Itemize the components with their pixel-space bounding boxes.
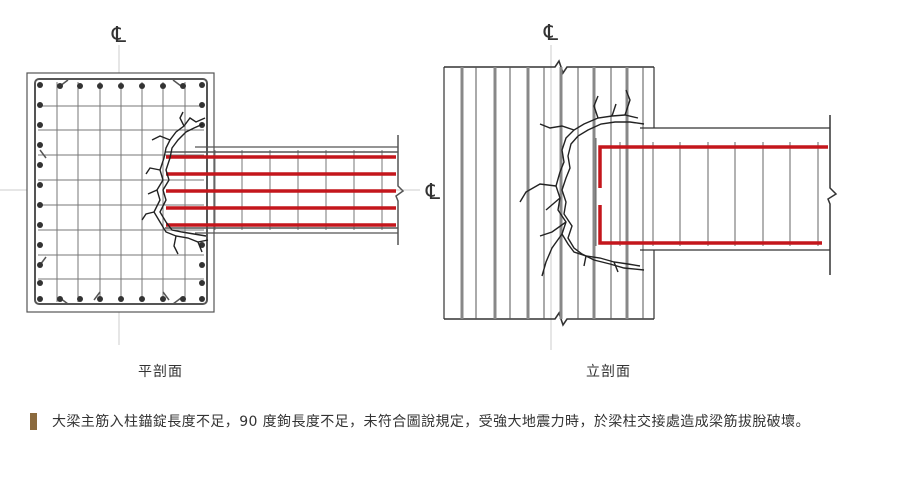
elevation-centerline-symbol: ℄ bbox=[543, 21, 559, 46]
plan-section-caption: 平剖面 bbox=[138, 364, 183, 380]
elevation-section: ℄ bbox=[443, 21, 838, 350]
beam-column-joint-diagram: ℄ ℄ bbox=[0, 21, 838, 350]
plan-beam-outline bbox=[195, 135, 405, 245]
elevation-section-caption: 立剖面 bbox=[586, 364, 631, 380]
elevation-beam-hooked-rebars bbox=[598, 145, 828, 245]
plan-beam-main-rebars bbox=[166, 155, 396, 227]
plan-section: ℄ ℄ bbox=[0, 23, 441, 345]
elevation-crack bbox=[519, 89, 645, 277]
plan-crack bbox=[141, 111, 209, 255]
column-longitudinal-bars bbox=[37, 82, 205, 302]
note-text: 大梁主筋入柱錨錠長度不足，90 度鉤長度不足，未符合圖說規定，受強大地震力時，於… bbox=[52, 414, 810, 430]
plan-centerline-symbol-right: ℄ bbox=[425, 180, 441, 205]
plan-beam-side-bars bbox=[165, 151, 398, 229]
note-marker bbox=[30, 413, 37, 430]
elevation-beam-stirrups bbox=[595, 138, 819, 246]
plan-centerline-symbol-top: ℄ bbox=[111, 23, 127, 48]
elevation-beam-outline bbox=[640, 115, 838, 275]
elevation-column-bars bbox=[443, 67, 655, 319]
column-ties-grid bbox=[38, 82, 204, 302]
